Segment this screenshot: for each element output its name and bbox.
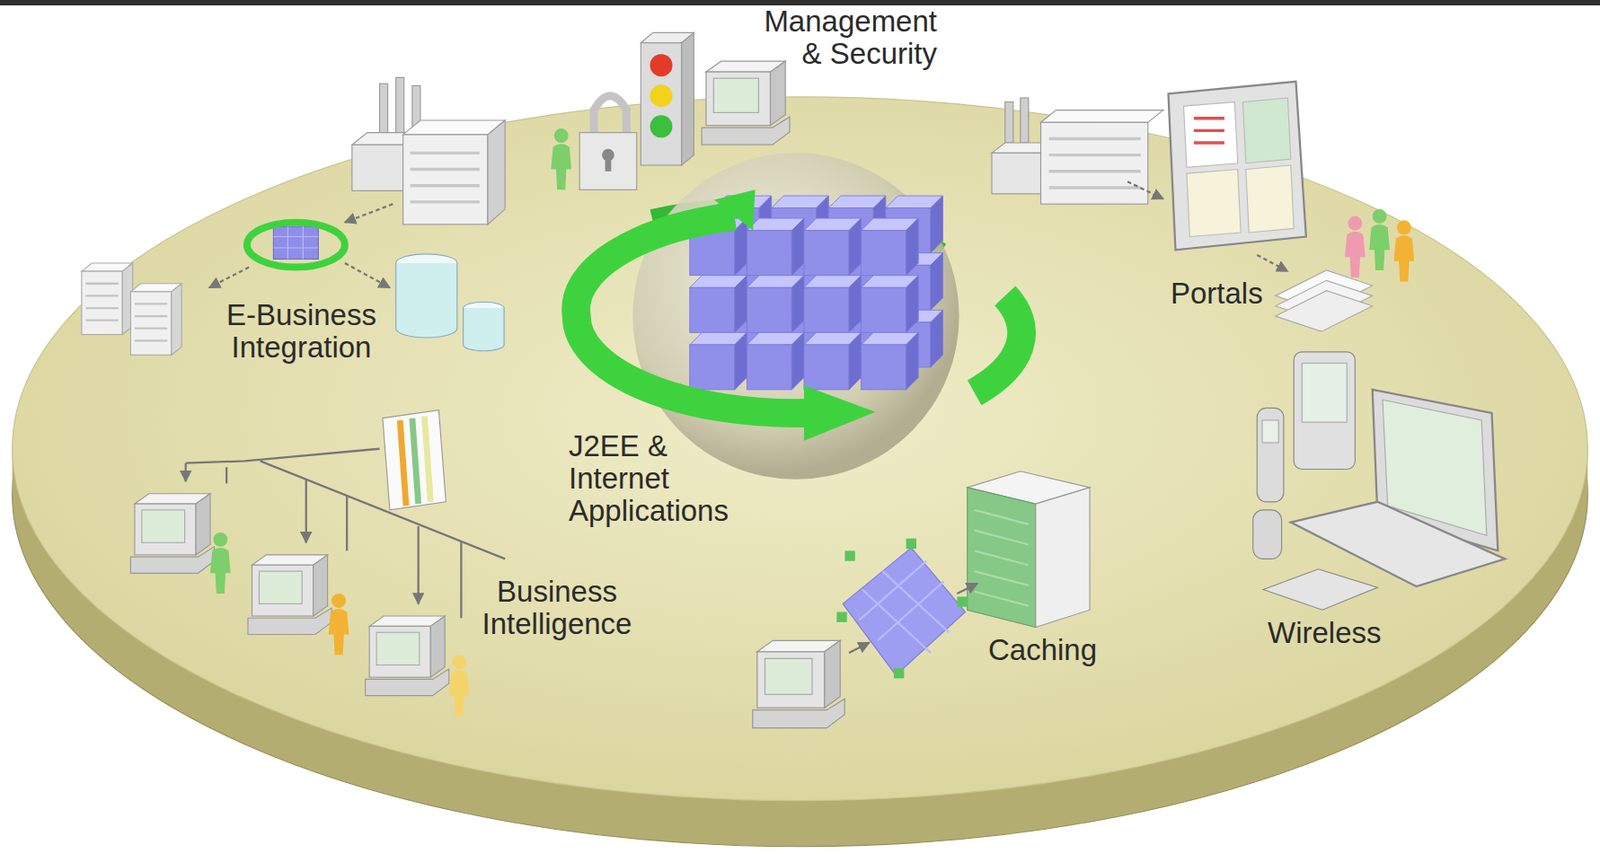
group-label: J2EE & Internet Applications: [568, 430, 740, 528]
group-label: Caching: [988, 634, 1123, 667]
group-label: Business Intelligence: [476, 575, 638, 641]
group-label: Portals: [1170, 277, 1297, 310]
group-label: Wireless: [1267, 617, 1403, 650]
group-label: E-Business Integration: [218, 299, 385, 364]
group-label: Management & Security: [757, 5, 938, 71]
